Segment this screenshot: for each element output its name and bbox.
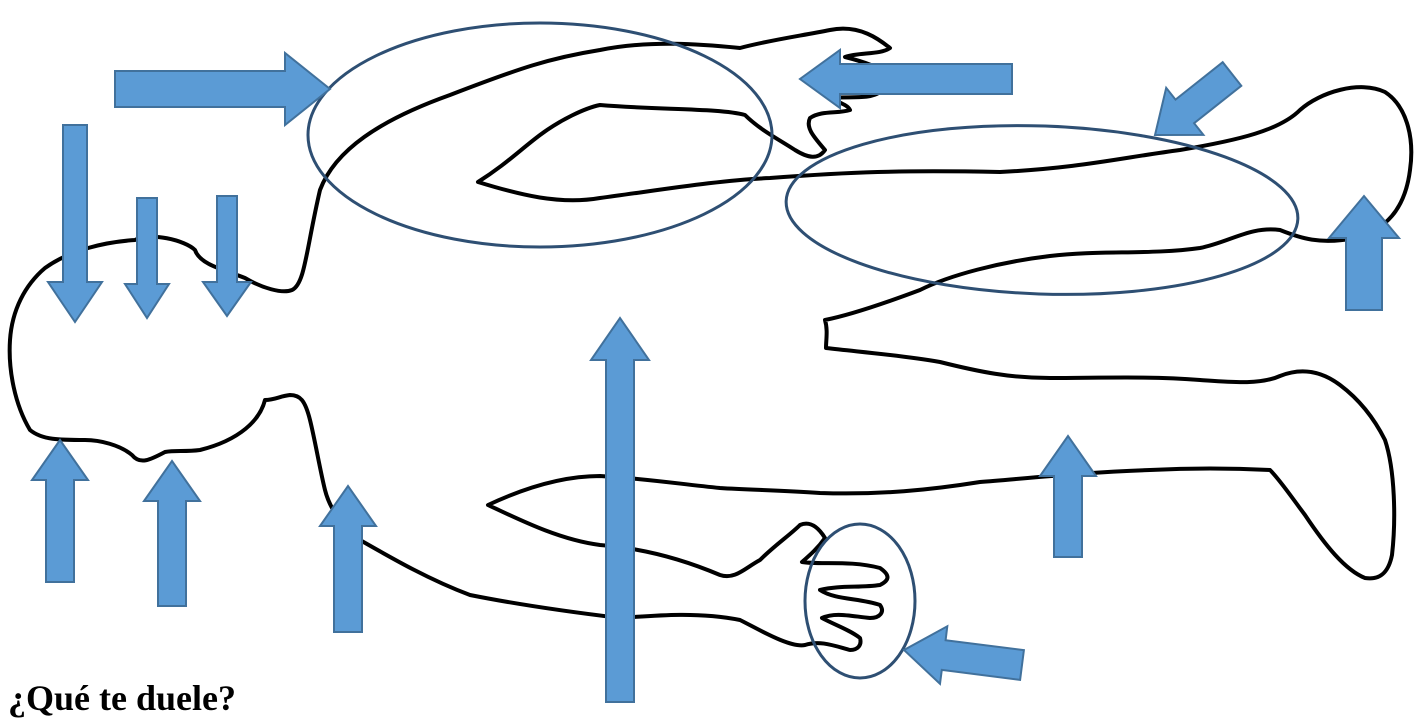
left-hand-highlight <box>803 522 917 680</box>
arrow-head-top-2 <box>123 197 171 320</box>
arrow-right-upper-arm <box>114 50 332 128</box>
right-arm-highlight <box>306 21 774 249</box>
right-leg-highlight <box>784 124 1300 296</box>
pain-question-label: ¿Qué te duele? <box>8 678 236 718</box>
arrow-right-knee <box>1153 60 1243 137</box>
arrow-neck <box>142 459 202 607</box>
arrow-chin <box>30 438 90 583</box>
arrow-right-hand <box>798 48 1013 110</box>
head-outline <box>7 26 1414 652</box>
arrow-left-leg <box>1038 434 1098 558</box>
arrow-left-hand <box>902 624 1026 686</box>
arrow-head-top-3 <box>201 195 253 318</box>
human-body-outline-icon <box>7 26 1414 652</box>
arrow-torso-center <box>589 316 651 703</box>
arrow-head-top-1 <box>46 124 104 324</box>
arrow-right-foot <box>1326 194 1402 311</box>
arrow-left-shoulder <box>318 484 378 633</box>
